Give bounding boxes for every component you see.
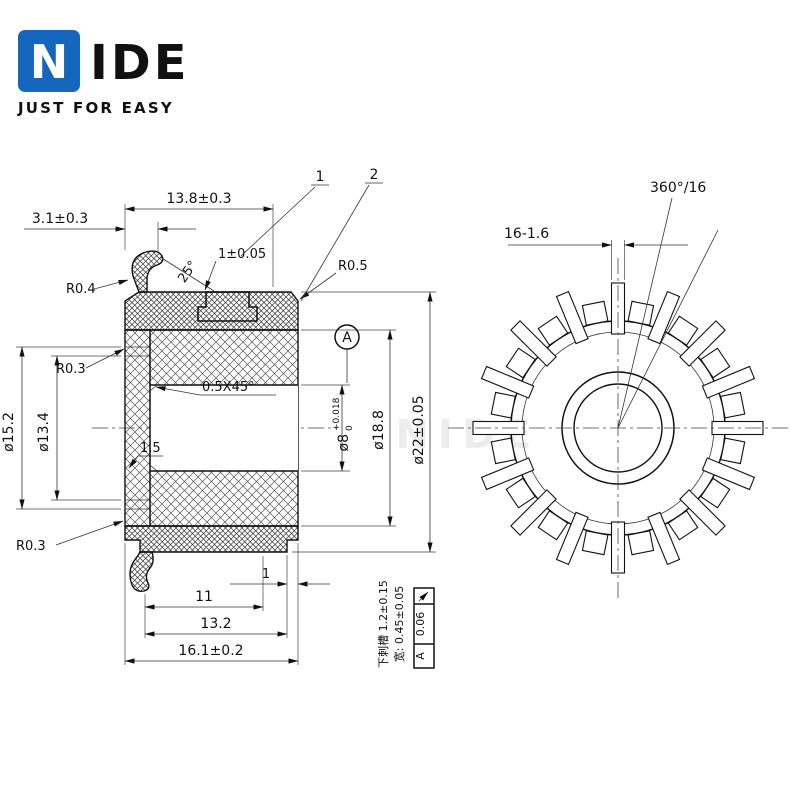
dim-bore-tol-upper: +0.018 (332, 397, 342, 431)
dim-bore-dia: ø8 (336, 434, 352, 451)
groove-note-2: 宽: 0.45±0.05 (392, 586, 406, 662)
logo-letter-n: N (30, 35, 69, 89)
dim-hook-offset: 3.1±0.3 (32, 211, 88, 227)
dim-bar-count-width: 16-1.6 (504, 226, 549, 242)
dim-chamfer: 0.5X45° (202, 380, 255, 395)
bore-chamfer-bottom (149, 464, 158, 472)
fcf-datum-ref: A (414, 652, 427, 660)
bottom-plate-section (124, 525, 299, 553)
logo-tagline: JUST FOR EASY (17, 99, 174, 117)
datum-label: A (342, 330, 352, 346)
runout-symbol-icon (418, 591, 429, 602)
dia-body: ø18.8 (371, 410, 387, 450)
dim-division: 360°/16 (650, 180, 706, 196)
dim-bore: ø8 +0.018 0 (332, 397, 355, 451)
top-hook-section (131, 250, 164, 293)
dim-len-11: 11 (195, 589, 213, 605)
logo-n-tile (18, 30, 80, 92)
balloon-2: 2 (370, 167, 379, 183)
radius-mid: R0.3 (56, 362, 86, 377)
groove-notes: 下刺槽 1.2±0.15 宽: 0.45±0.05 (377, 580, 406, 668)
left-dimensions: 13.8±0.3 3.1±0.3 1±0.05 25° R0.4 R0.5 R0… (1, 191, 436, 665)
bore-cavity (150, 385, 298, 471)
groove-note-1: 下刺槽 1.2±0.15 (377, 580, 390, 668)
riser-section (124, 291, 299, 331)
logo: N IDE JUST FOR EASY (17, 30, 190, 117)
bore-chamfer-top (149, 384, 158, 392)
balloon-callouts: 1 2 (240, 167, 383, 302)
dia-inner-hub: ø13.4 (36, 412, 52, 452)
bottom-hook-section (129, 551, 154, 592)
dim-bore-tol-lower: 0 (345, 425, 355, 431)
dim-step-bottom: 1 (262, 567, 270, 582)
dim-len-13-2: 13.2 (200, 616, 231, 632)
dim-wall: 1.5 (140, 441, 161, 456)
radius-bottom: R0.3 (16, 539, 46, 554)
dim-len-16-1: 16.1±0.2 (178, 643, 243, 659)
hook-slot (197, 291, 258, 322)
dim-hook-angle: 25° (175, 258, 201, 285)
fcf-tolerance-value: 0.06 (414, 612, 427, 637)
left-section-view: 13.8±0.3 3.1±0.3 1±0.05 25° R0.4 R0.5 R0… (1, 167, 436, 669)
balloon-1: 1 (316, 169, 325, 185)
dia-outer-hub: ø15.2 (1, 412, 17, 452)
radius-top-right: R0.5 (338, 259, 368, 274)
radius-top-left: R0.4 (66, 282, 96, 297)
logo-letters-ide: IDE (90, 35, 190, 91)
dim-top-width: 13.8±0.3 (166, 191, 231, 207)
dia-od: ø22±0.05 (411, 395, 427, 464)
feature-control-frame: 0.06 A (413, 587, 435, 669)
bore-outline (149, 384, 298, 472)
front-view: 360°/16 16-1.6 (448, 180, 788, 598)
